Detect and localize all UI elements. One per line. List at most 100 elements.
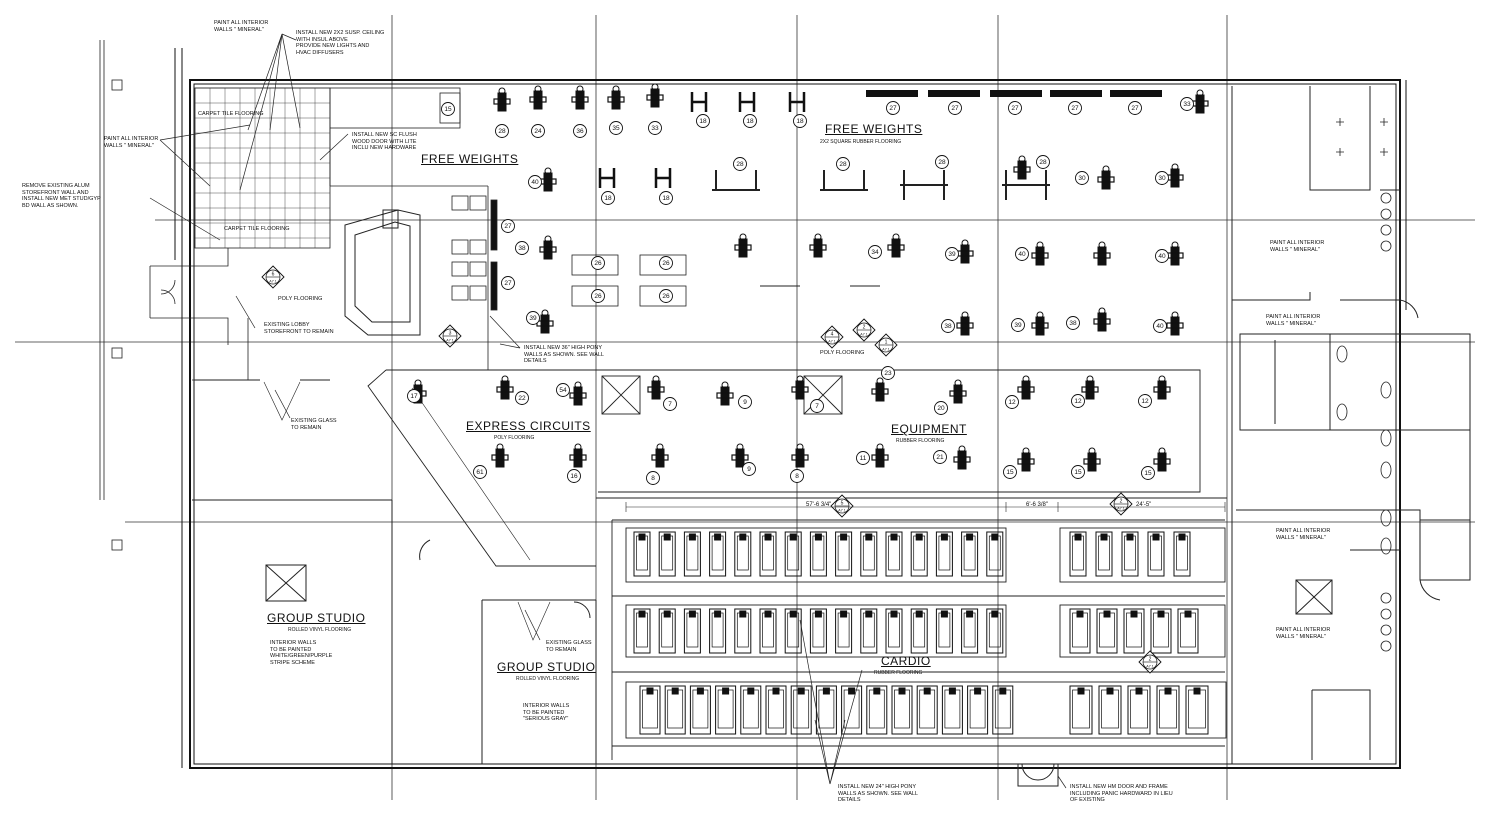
svg-text:54: 54: [559, 387, 567, 394]
equipment-callout: 18: [696, 114, 710, 128]
note-poly-2: POLY FLOORING: [820, 350, 865, 356]
equipment-glyph: [646, 83, 664, 108]
equipment-callout: 8: [646, 471, 660, 485]
equipment-glyph: [496, 375, 514, 400]
svg-text:30: 30: [1078, 175, 1086, 182]
svg-text:23: 23: [884, 370, 892, 377]
equipment-callout: 15: [1141, 466, 1155, 480]
cardio-machine: [784, 531, 802, 577]
note-ceiling: INSTALL NEW 2X2 SUSP. CEILING WITH INSUL…: [296, 30, 385, 56]
svg-text:18: 18: [662, 195, 670, 202]
equipment-glyph: [731, 443, 749, 468]
cardio-machine: [961, 608, 979, 654]
equipment-callout: 33: [648, 121, 662, 135]
note-pony-36: INSTALL NEW 36" HIGH PONY WALLS AS SHOWN…: [524, 345, 604, 364]
equipment-glyph: [1083, 447, 1101, 472]
toilets: [1336, 118, 1392, 652]
cardio-machine: [1127, 685, 1151, 735]
right-rooms: [1231, 86, 1471, 764]
equipment-callout: 39: [945, 247, 959, 261]
equipment-callout: 21: [933, 450, 947, 464]
express-zone: [367, 369, 1201, 567]
equipment-callout: 40: [1015, 247, 1029, 261]
equipment-callout: 28: [733, 157, 747, 171]
svg-text:9: 9: [747, 466, 751, 473]
equipment-callout: 27: [948, 101, 962, 115]
cardio-machine: [1121, 531, 1139, 577]
exterior-walls: [174, 48, 1407, 769]
express-circuits-floor: POLY FLOORING: [494, 435, 535, 441]
free-weights-right-title: FREE WEIGHTS: [825, 122, 923, 136]
section-tag: 6A7.1: [261, 265, 285, 289]
svg-text:21: 21: [936, 454, 944, 461]
svg-text:27: 27: [504, 223, 512, 230]
section-tag: 3A7.1: [438, 324, 462, 348]
note-hm-door: INSTALL NEW HM DOOR AND FRAME INCLUDING …: [1070, 784, 1173, 803]
svg-text:38: 38: [518, 245, 526, 252]
equipment-callout: 30: [1155, 171, 1169, 185]
svg-text:27: 27: [504, 280, 512, 287]
svg-text:12: 12: [1008, 399, 1016, 406]
svg-text:7: 7: [668, 401, 672, 408]
equipment-glyph: [569, 443, 587, 468]
svg-text:27: 27: [1071, 105, 1079, 112]
cardio-machine: [860, 531, 878, 577]
note-glass-2: EXISTING GLASS TO REMAIN: [546, 640, 592, 653]
cardio-machine: [683, 531, 701, 577]
equipment-callout: 28: [1036, 155, 1050, 169]
svg-text:39: 39: [948, 251, 956, 258]
svg-text:9: 9: [743, 399, 747, 406]
top-left-rooms: [149, 87, 489, 381]
equipment-callout: 8: [790, 469, 804, 483]
equipment-glyph: [953, 445, 971, 470]
equipment-callout: 24: [531, 124, 545, 138]
free-weights-left-title: FREE WEIGHTS: [421, 152, 519, 166]
equipment-callout: 15: [1071, 465, 1085, 479]
cardio-machine: [1069, 685, 1093, 735]
equipment-glyph: [1081, 375, 1099, 400]
svg-text:39: 39: [529, 315, 537, 322]
section-tag: 4A7.1: [820, 325, 844, 349]
equipment-callout: 7: [810, 399, 824, 413]
note-glass-1: EXISTING GLASS TO REMAIN: [291, 418, 337, 431]
cardio-machine: [1185, 685, 1209, 735]
svg-text:38: 38: [1069, 320, 1077, 327]
equipment-glyph: [647, 375, 665, 400]
equipment-callout: 11: [856, 451, 870, 465]
svg-text:15: 15: [1074, 469, 1082, 476]
svg-text:7: 7: [815, 403, 819, 410]
cardio-machine: [633, 531, 651, 577]
equipment-glyph: [1093, 241, 1111, 266]
cardio-machine: [765, 685, 787, 735]
equipment-glyph: [529, 85, 547, 110]
cardio-machine: [1096, 608, 1118, 654]
dimension-2: 6'-6 3/8": [1026, 502, 1048, 508]
equipment-glyph: [607, 85, 625, 110]
cardio-machine: [658, 608, 676, 654]
svg-text:18: 18: [746, 118, 754, 125]
note-carpet-1: CARPET TILE FLOORING: [198, 111, 264, 117]
equipment-callout: 38: [515, 241, 529, 255]
cardio-machine: [759, 531, 777, 577]
note-paint-top: PAINT ALL INTERIOR WALLS " MINERAL": [214, 20, 269, 33]
note-paint-right-2: PAINT ALL INTERIOR WALLS " MINERAL": [1266, 314, 1321, 327]
weight-racks: [598, 92, 806, 188]
cardio-machine: [709, 608, 727, 654]
cardio-machine: [633, 608, 651, 654]
equipment-glyph: [809, 233, 827, 258]
svg-text:2: 2: [1149, 657, 1152, 663]
left-exterior: [99, 40, 123, 551]
cardio-title: CARDIO: [881, 654, 931, 668]
svg-text:40: 40: [1018, 251, 1026, 258]
svg-text:2: 2: [1120, 499, 1123, 505]
equipment-glyph: [1013, 155, 1031, 180]
svg-text:40: 40: [1156, 323, 1164, 330]
cardio-machine: [910, 531, 928, 577]
note-poly: POLY FLOORING: [278, 296, 323, 302]
equipment-glyph: [491, 443, 509, 468]
cardio-machine: [1123, 608, 1145, 654]
section-tag: 5A7.1: [830, 494, 854, 518]
svg-text:33: 33: [1183, 101, 1191, 108]
equipment-callout: 61: [473, 465, 487, 479]
